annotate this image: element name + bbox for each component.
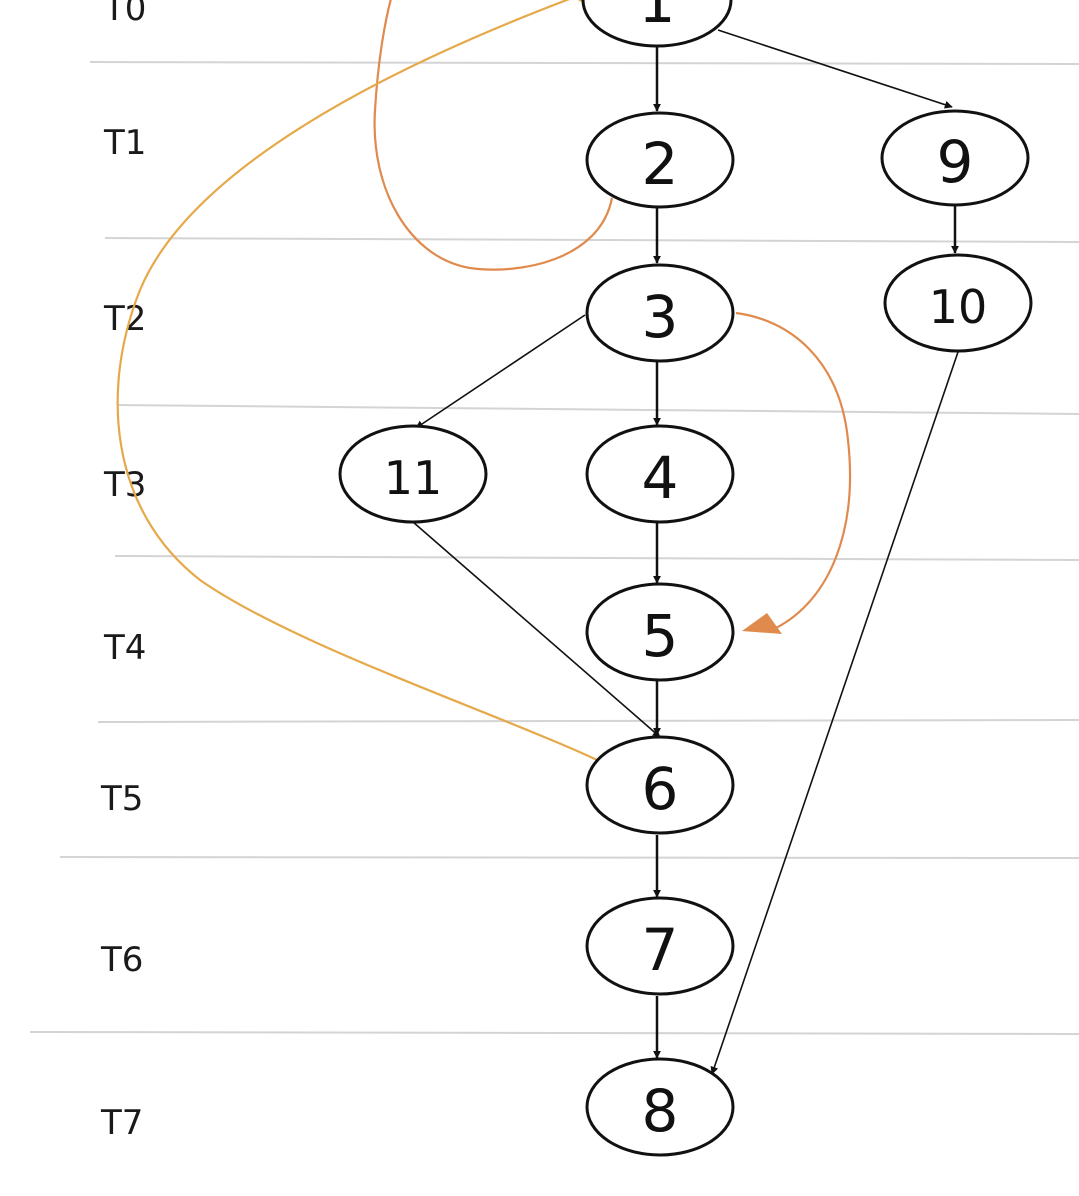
node-2-circle xyxy=(585,111,735,209)
edge-1-to-9 xyxy=(717,29,953,109)
node-10-circle xyxy=(883,253,1033,353)
node-1-circle xyxy=(581,0,733,48)
node-4: 4 xyxy=(585,424,735,524)
node-8-circle xyxy=(585,1057,735,1157)
row-label-t6: T6 xyxy=(100,940,143,980)
node-6: 6 xyxy=(585,735,735,835)
node-5-circle xyxy=(585,582,735,682)
row-label-t4: T4 xyxy=(103,628,146,668)
node-4-circle xyxy=(585,424,735,524)
curve-edge-3-to-5-arrowhead xyxy=(742,613,782,634)
curve-edge-2-to-1 xyxy=(373,0,614,271)
node-5-label: 5 xyxy=(642,602,679,670)
curve-edge-6-to-1 xyxy=(116,0,623,773)
node-9-circle xyxy=(880,109,1030,207)
node-9-label: 9 xyxy=(937,128,974,196)
node-7-circle xyxy=(585,896,735,996)
curved-edges xyxy=(116,0,852,773)
node-11-circle xyxy=(338,424,488,524)
nodes: 1 2 3 4 5 6 7 8 xyxy=(338,0,1033,1157)
curve-edge-3-to-5 xyxy=(735,311,852,629)
row-separator xyxy=(89,61,1079,65)
node-4-label: 4 xyxy=(642,444,679,512)
edge-3-to-11 xyxy=(415,314,586,429)
row-label-t0: T0 xyxy=(103,0,146,29)
node-1: 1 xyxy=(581,0,733,48)
node-8-label: 8 xyxy=(642,1077,679,1145)
node-5: 5 xyxy=(585,582,735,682)
row-label-t5: T5 xyxy=(100,779,143,819)
node-6-circle xyxy=(585,735,735,835)
edge-10-to-8 xyxy=(710,351,959,1075)
row-separator xyxy=(117,404,1079,415)
node-10: 10 xyxy=(883,253,1033,353)
node-2-label: 2 xyxy=(642,130,679,198)
node-6-label: 6 xyxy=(642,755,679,823)
node-2: 2 xyxy=(585,111,735,209)
row-separator xyxy=(97,719,1079,723)
row-label-t2: T2 xyxy=(103,299,146,339)
straight-edges xyxy=(412,29,959,1075)
row-label-t1: T1 xyxy=(103,123,146,163)
row-separator xyxy=(114,555,1079,561)
node-9: 9 xyxy=(880,109,1030,207)
node-10-label: 10 xyxy=(929,280,988,334)
node-3-label: 3 xyxy=(642,283,679,351)
node-7-label: 7 xyxy=(642,916,679,984)
node-11-label: 11 xyxy=(384,451,443,505)
row-separator xyxy=(29,1031,1079,1035)
node-3-circle xyxy=(585,263,735,363)
edge-11-to-6 xyxy=(412,521,661,738)
row-label-t3: T3 xyxy=(103,465,146,505)
node-7: 7 xyxy=(585,896,735,996)
row-label-t7: T7 xyxy=(100,1103,143,1143)
node-11: 11 xyxy=(338,424,488,524)
node-8: 8 xyxy=(585,1057,735,1157)
row-separator xyxy=(59,856,1079,859)
row-separators xyxy=(29,61,1079,1035)
row-separator xyxy=(104,237,1079,243)
node-3: 3 xyxy=(585,263,735,363)
row-labels: T0 T1 T2 T3 T4 T5 T6 T7 xyxy=(100,0,146,1143)
node-1-label: 1 xyxy=(639,0,676,36)
